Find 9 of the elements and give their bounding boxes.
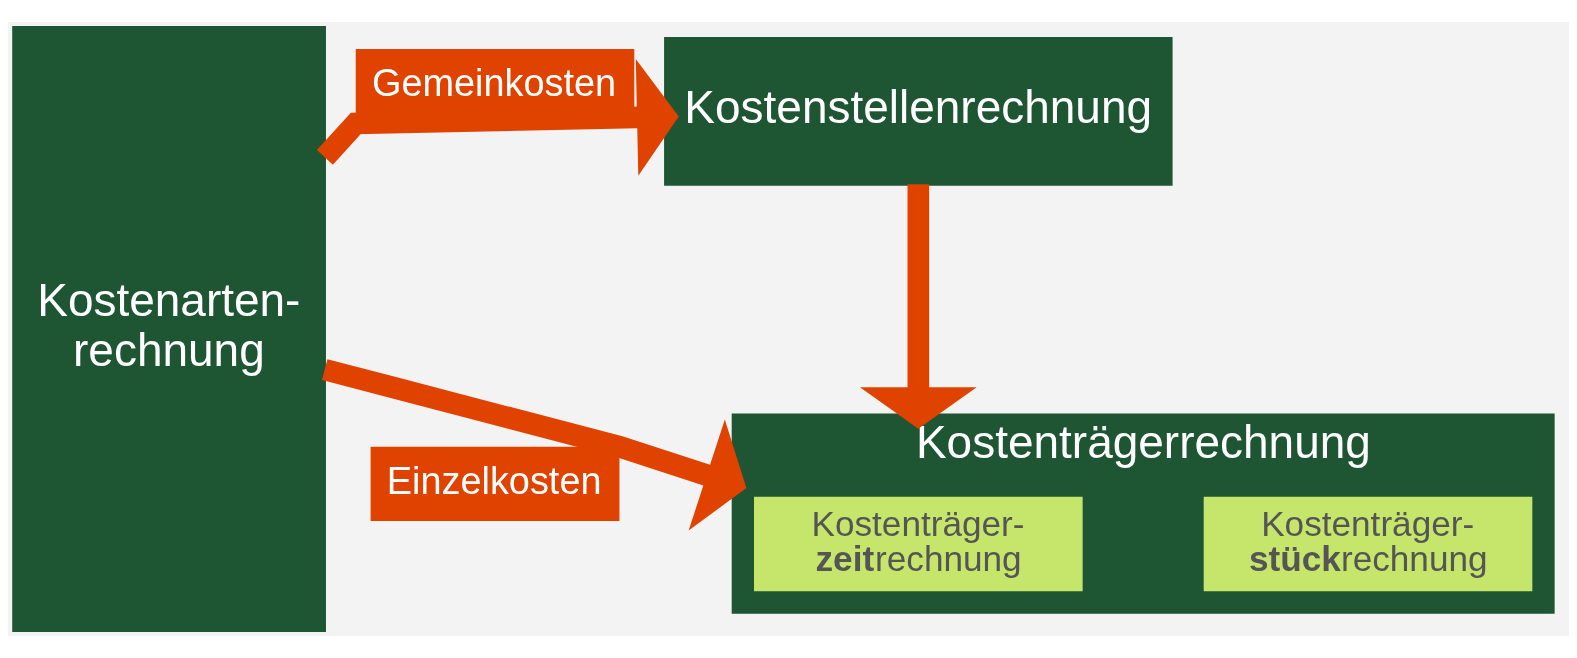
edge-label: Gemeinkosten	[371, 62, 617, 105]
edge-label: Einzelkosten	[386, 459, 602, 502]
arrow	[321, 359, 747, 531]
arrow	[859, 184, 977, 429]
node-box: Kostenträger- stückrechnung	[1201, 494, 1536, 595]
node-box: Kostenstellenrechnung	[664, 36, 1173, 186]
arrow	[316, 58, 679, 176]
node-box: Kostenträger- zeitrechnung	[751, 494, 1086, 595]
node-box: Kostenarten- rechnung	[12, 26, 326, 632]
